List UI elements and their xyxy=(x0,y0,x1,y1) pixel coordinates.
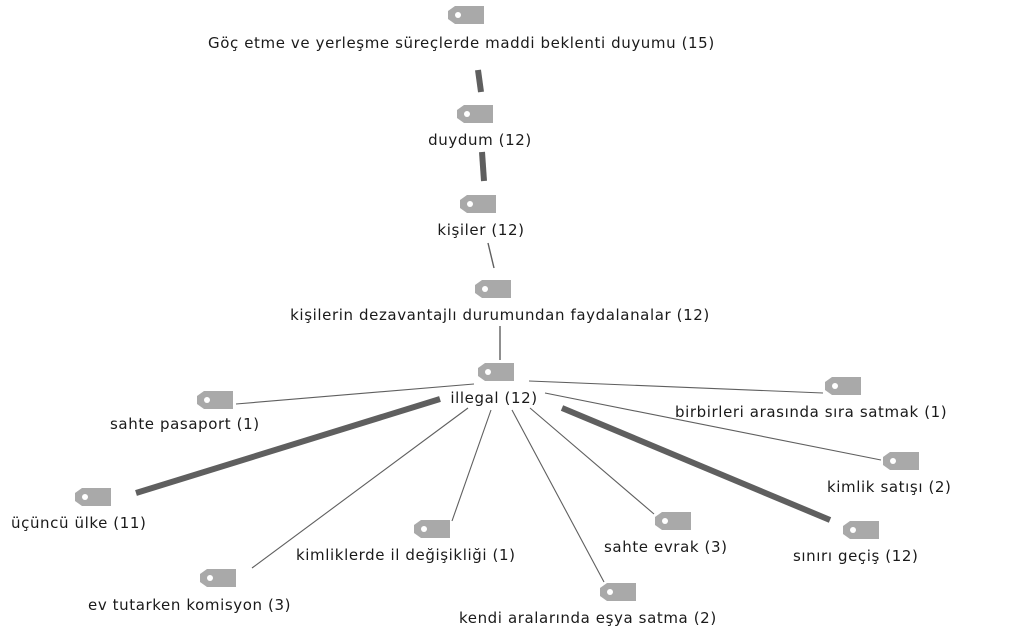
tag-icon[interactable] xyxy=(883,452,919,470)
edge-illegal-sahte-pasaport xyxy=(235,383,475,405)
edge-illegal-kendi-aralarinda xyxy=(511,409,605,583)
tag-icon[interactable] xyxy=(825,377,861,395)
tag-icon[interactable] xyxy=(200,569,236,587)
node-label-kisiler[interactable]: kişiler (12) xyxy=(437,221,525,239)
edge-illegal-birbirleri xyxy=(528,380,824,394)
edge-illegal-siniri-gecis xyxy=(560,405,832,523)
node-label-kimlik-satisi[interactable]: kimlik satışı (2) xyxy=(827,478,952,496)
tag-icon[interactable] xyxy=(414,520,450,538)
tag-icon[interactable] xyxy=(843,521,879,539)
edge-illegal-sahte-evrak xyxy=(529,407,655,515)
tag-icon[interactable] xyxy=(197,391,233,409)
tag-icon[interactable] xyxy=(460,195,496,213)
edge-illegal-ucuncu-ulke xyxy=(135,396,441,496)
tag-icon[interactable] xyxy=(457,105,493,123)
node-label-siniri-gecis[interactable]: sınırı geçiş (12) xyxy=(793,547,919,565)
tag-icon[interactable] xyxy=(475,280,511,298)
tag-icon[interactable] xyxy=(655,512,691,530)
tag-icon[interactable] xyxy=(75,488,111,506)
tag-icon[interactable] xyxy=(478,363,514,381)
node-label-kendi-aralarinda[interactable]: kendi aralarında eşya satma (2) xyxy=(459,609,717,627)
node-label-sahte-pasaport[interactable]: sahte pasaport (1) xyxy=(110,415,260,433)
tag-icon[interactable] xyxy=(600,583,636,601)
edge-goc-duydum xyxy=(475,69,484,93)
edge-illegal-kimliklerde xyxy=(451,409,492,522)
node-label-illegal[interactable]: illegal (12) xyxy=(450,389,538,407)
edge-illegal-ev-tutarken xyxy=(251,407,469,569)
node-label-ev-tutarken[interactable]: ev tutarken komisyon (3) xyxy=(88,596,292,614)
edge-duydum-kisiler xyxy=(479,151,487,182)
node-label-birbirleri[interactable]: birbirleri arasında sıra satmak (1) xyxy=(675,403,948,421)
node-label-ucuncu-ulke[interactable]: üçüncü ülke (11) xyxy=(11,514,147,532)
edge-illegal-kimlik-satisi xyxy=(544,392,882,461)
node-label-sahte-evrak[interactable]: sahte evrak (3) xyxy=(604,538,728,556)
tag-icon[interactable] xyxy=(448,6,484,24)
node-label-kimliklerde[interactable]: kimliklerde il değişikliği (1) xyxy=(296,546,516,564)
node-label-dezavantajli[interactable]: kişilerin dezavantajlı durumundan faydal… xyxy=(290,306,710,324)
node-label-duydum[interactable]: duydum (12) xyxy=(428,131,532,149)
tags-layer xyxy=(75,6,919,601)
node-label-goc-etme[interactable]: Göç etme ve yerleşme süreçlerde maddi be… xyxy=(208,34,715,52)
edges-layer xyxy=(135,69,882,583)
edge-kisiler-dezavantajli xyxy=(487,242,495,269)
